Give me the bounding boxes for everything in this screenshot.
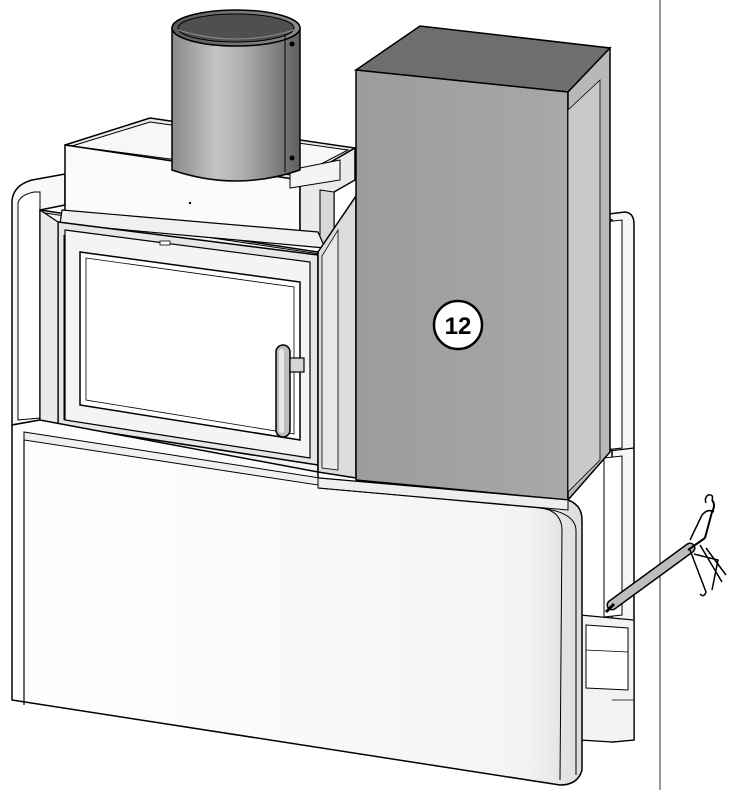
side-strip xyxy=(317,193,357,479)
flue-pipe xyxy=(171,9,301,182)
callout-circle: 12 xyxy=(432,299,484,351)
rear-side-panel xyxy=(579,211,635,743)
door-left-trim xyxy=(39,208,59,431)
door-handle xyxy=(275,344,305,438)
caulking-gun xyxy=(604,494,727,614)
lower-base-panel xyxy=(11,419,583,786)
callout-label: 12 xyxy=(445,313,472,340)
convection-box xyxy=(353,25,612,502)
fireplace-door xyxy=(57,221,319,466)
